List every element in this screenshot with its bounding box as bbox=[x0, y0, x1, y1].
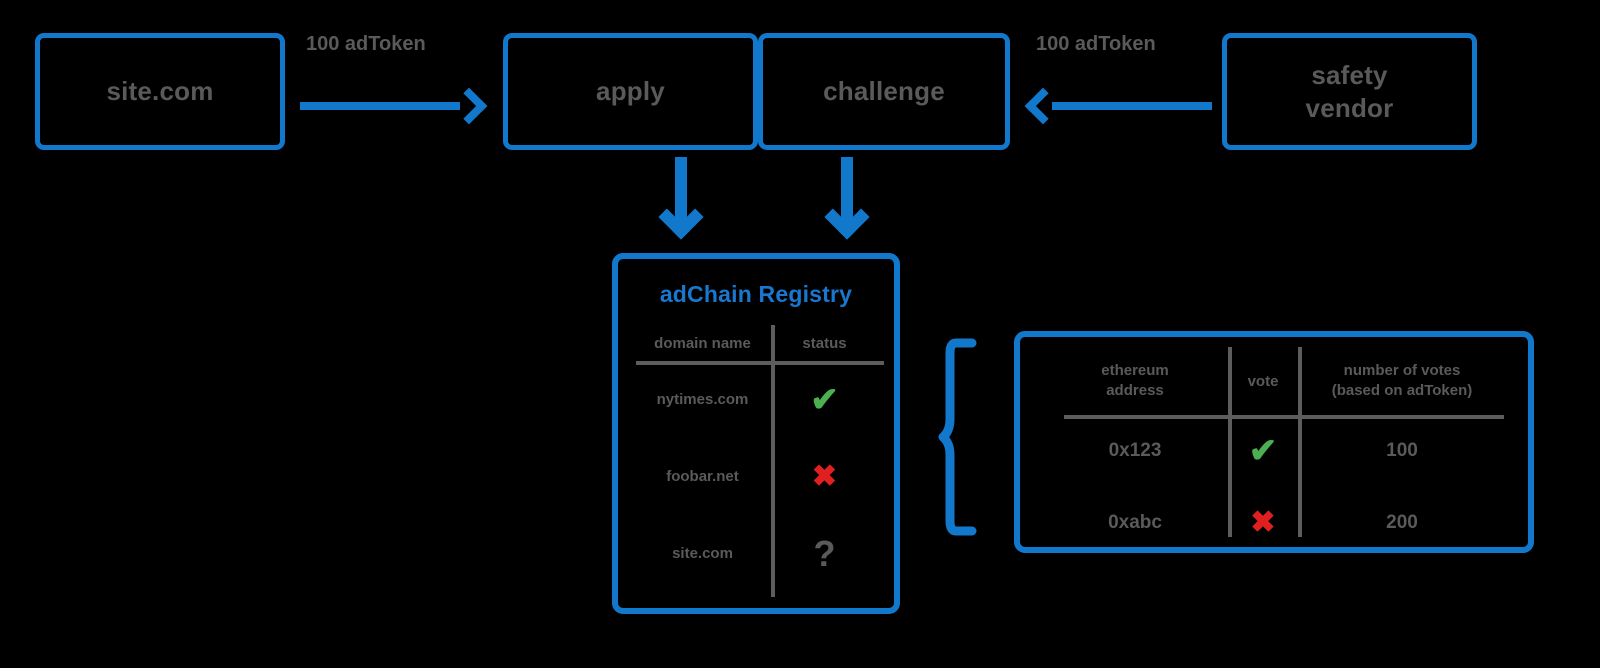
table-row[interactable]: 0x123 ✔ 100 bbox=[1042, 415, 1506, 487]
cross-icon: ✖ bbox=[811, 459, 838, 493]
column-header-domain-name: domain name bbox=[654, 334, 751, 352]
arrow-down-icon-apply bbox=[658, 157, 704, 249]
cell-status: ? bbox=[771, 532, 878, 574]
table-column-divider bbox=[771, 325, 775, 597]
table-header-divider bbox=[1064, 415, 1504, 419]
cell-number-of-votes: 100 bbox=[1386, 440, 1418, 462]
arrow-down-icon-challenge bbox=[824, 157, 870, 249]
arrow-shaft bbox=[675, 157, 687, 223]
cell-domain-name: foobar.net bbox=[666, 468, 739, 485]
node-site-com[interactable]: site.com bbox=[35, 33, 285, 150]
node-apply-label: apply bbox=[596, 76, 665, 107]
registry-title: adChain Registry bbox=[659, 281, 853, 307]
arrow-right-icon bbox=[300, 87, 488, 125]
cross-icon: ✖ bbox=[1250, 506, 1276, 539]
column-header-vote: vote bbox=[1247, 372, 1279, 390]
curly-brace-icon bbox=[938, 337, 978, 537]
cell-status: ✖ bbox=[771, 459, 878, 493]
arrow-shaft bbox=[300, 102, 460, 110]
arrow-shaft bbox=[1052, 102, 1212, 110]
vendor-line-2: vendor bbox=[1305, 92, 1394, 123]
table-header-row: ethereum address vote number of votes (b… bbox=[1042, 347, 1506, 415]
table-column-divider bbox=[1228, 347, 1232, 537]
arrow-shaft bbox=[841, 157, 853, 223]
node-safety-vendor[interactable]: safety vendor bbox=[1222, 33, 1477, 150]
adchain-registry-card[interactable]: adChain Registry domain name status nyti… bbox=[612, 253, 900, 614]
arrow-head bbox=[824, 194, 870, 240]
edge-label-challenge-adtoken: 100 adToken bbox=[1036, 33, 1156, 55]
arrow-head bbox=[1024, 87, 1062, 125]
header-line-1: ethereum bbox=[1101, 361, 1169, 379]
table-row[interactable]: site.com ? bbox=[634, 515, 878, 592]
node-site-com-label: site.com bbox=[106, 76, 214, 107]
cell-ethereum-address: 0xabc bbox=[1108, 512, 1162, 534]
header-line-2: address bbox=[1106, 382, 1164, 399]
votes-detail-card[interactable]: ethereum address vote number of votes (b… bbox=[1014, 331, 1534, 553]
arrow-head bbox=[450, 87, 488, 125]
table-header-divider bbox=[636, 361, 884, 365]
question-mark-icon: ? bbox=[813, 532, 836, 574]
node-apply[interactable]: apply bbox=[503, 33, 758, 150]
registry-table: domain name status nytimes.com ✔ foobar.… bbox=[618, 325, 894, 597]
cell-domain-name: nytimes.com bbox=[656, 391, 749, 408]
check-icon: ✔ bbox=[810, 380, 839, 419]
votes-table: ethereum address vote number of votes (b… bbox=[1020, 337, 1528, 547]
header-line-1: number of votes bbox=[1343, 361, 1461, 379]
table-row[interactable]: foobar.net ✖ bbox=[634, 438, 878, 515]
arrow-head bbox=[658, 194, 704, 240]
check-icon: ✔ bbox=[1248, 432, 1278, 470]
table-row[interactable]: nytimes.com ✔ bbox=[634, 361, 878, 438]
node-challenge-label: challenge bbox=[823, 76, 945, 107]
cell-vote: ✖ bbox=[1228, 508, 1298, 538]
column-header-ethereum-address: ethereum address bbox=[1042, 361, 1228, 402]
arrow-left-icon bbox=[1024, 87, 1212, 125]
cell-number-of-votes: 200 bbox=[1386, 512, 1418, 534]
table-header-row: domain name status bbox=[634, 325, 878, 361]
cell-ethereum-address: 0x123 bbox=[1108, 440, 1162, 462]
cell-domain-name: site.com bbox=[672, 545, 733, 562]
column-header-status: status bbox=[802, 334, 847, 352]
node-challenge[interactable]: challenge bbox=[758, 33, 1010, 150]
cell-status: ✔ bbox=[771, 383, 878, 417]
table-column-divider bbox=[1298, 347, 1302, 537]
node-safety-vendor-label: safety vendor bbox=[1306, 59, 1394, 124]
column-header-number-of-votes: number of votes (based on adToken) bbox=[1298, 361, 1506, 402]
header-line-2: (based on adToken) bbox=[1331, 382, 1473, 399]
vendor-line-1: safety bbox=[1311, 60, 1388, 90]
edge-label-apply-adtoken: 100 adToken bbox=[306, 33, 426, 55]
cell-vote: ✔ bbox=[1228, 434, 1298, 468]
table-row[interactable]: 0xabc ✖ 200 bbox=[1042, 487, 1506, 559]
